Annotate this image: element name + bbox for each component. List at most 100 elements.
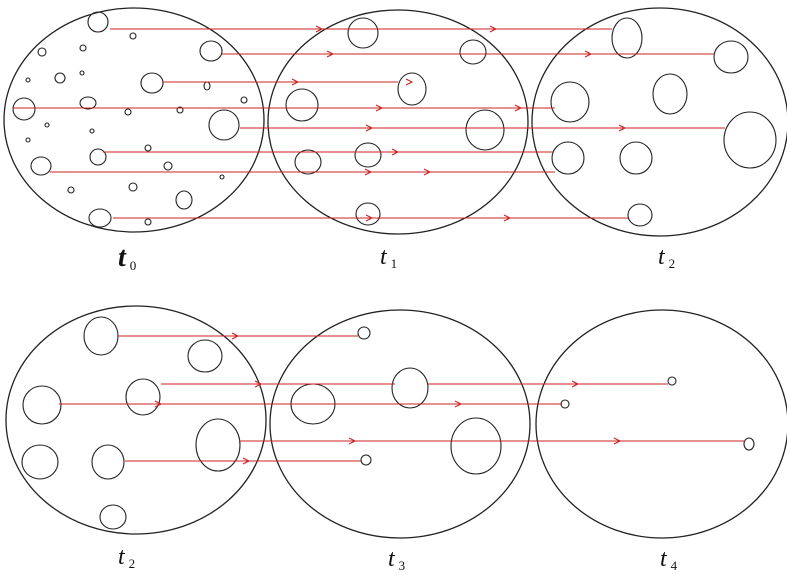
label-t4-var: t — [660, 546, 667, 572]
bubble — [294, 149, 322, 175]
bubble — [54, 72, 66, 84]
bubble — [285, 88, 319, 122]
panel-circle — [269, 309, 531, 539]
bubble — [465, 109, 505, 151]
arrowhead-icon — [391, 148, 400, 156]
bubble — [667, 376, 677, 386]
bubble — [37, 47, 47, 57]
bubble — [89, 128, 95, 134]
arrowhead-icon — [365, 124, 374, 132]
panel-circle — [3, 7, 265, 233]
arrowhead-icon — [365, 214, 374, 222]
bubble — [87, 11, 109, 33]
bubble — [199, 40, 223, 62]
label-t3-var: t — [388, 546, 395, 572]
bubble — [713, 40, 749, 74]
label-t4-sub: 4 — [670, 558, 678, 573]
label-t2-top-var: t — [658, 244, 665, 270]
bubble — [124, 108, 132, 116]
arrowhead-icon — [375, 104, 384, 112]
bubble — [125, 378, 161, 416]
arrowhead-icon — [348, 437, 357, 445]
label-t0-sub: 0 — [129, 258, 137, 273]
arrowhead-icon — [584, 50, 593, 58]
bubble — [79, 44, 87, 52]
arrowhead-icon — [423, 168, 432, 176]
arrowhead-icon — [405, 78, 414, 86]
bubble — [347, 17, 379, 49]
bubble — [79, 96, 97, 110]
bubble — [652, 73, 688, 115]
bubble — [67, 186, 75, 194]
bubble — [79, 70, 85, 76]
panel-circle — [535, 309, 787, 539]
bubble — [144, 144, 152, 152]
arrowhead-icon — [618, 124, 627, 132]
bubble — [357, 326, 371, 340]
arrowhead-icon — [503, 214, 512, 222]
bubble — [551, 141, 585, 175]
bubble — [25, 77, 31, 83]
label-t0-var: t — [118, 242, 126, 273]
label-t2-top-sub: 2 — [668, 256, 676, 271]
bubble — [175, 190, 193, 210]
panel-circle — [531, 7, 787, 237]
label-t1-sub: 1 — [390, 256, 398, 271]
bubble — [176, 106, 184, 114]
bubble — [391, 367, 429, 409]
bubble — [25, 137, 31, 143]
arrowhead-icon — [454, 400, 463, 408]
bubble — [12, 97, 36, 121]
bubble — [627, 203, 653, 227]
bubble — [129, 32, 137, 40]
bubble — [560, 399, 570, 409]
bubble — [88, 208, 112, 228]
bubble — [144, 218, 152, 226]
label-t1-var: t — [380, 244, 387, 270]
bubble — [22, 385, 62, 425]
label-t3-sub: 3 — [398, 558, 406, 573]
arrowhead-icon — [571, 380, 580, 388]
bubble — [89, 148, 107, 166]
bubble — [99, 504, 127, 530]
bubble — [83, 316, 119, 356]
bubble — [208, 109, 240, 141]
bubble — [459, 39, 487, 65]
bubble — [140, 72, 164, 94]
bubble — [743, 437, 755, 451]
bubble — [163, 161, 173, 171]
bubble — [355, 202, 381, 226]
arrowhead-icon — [613, 437, 622, 445]
bubble — [30, 156, 52, 176]
bubble — [187, 339, 223, 373]
label-t2-bottom-sub: 2 — [128, 556, 136, 571]
arrowhead-icon — [364, 168, 373, 176]
bubble — [611, 17, 643, 59]
panel-circle — [267, 9, 529, 235]
arrowhead-icon — [254, 380, 263, 388]
arrowhead-icon — [291, 78, 300, 86]
arrowhead-icon — [326, 50, 335, 58]
bubble — [240, 96, 248, 104]
arrowhead-icon — [514, 104, 523, 112]
arrowhead-icon — [315, 25, 324, 33]
arrowhead-icon — [154, 400, 163, 408]
bubble — [397, 72, 427, 106]
bubble — [550, 81, 590, 123]
bubble — [619, 141, 653, 175]
bubble — [360, 454, 372, 466]
bubble — [354, 142, 382, 168]
panel-circle — [5, 305, 267, 535]
bubble — [450, 417, 502, 475]
label-t2-bottom-var: t — [118, 544, 125, 570]
bubble — [195, 418, 241, 472]
bubble — [128, 182, 138, 192]
bubble — [723, 111, 777, 169]
